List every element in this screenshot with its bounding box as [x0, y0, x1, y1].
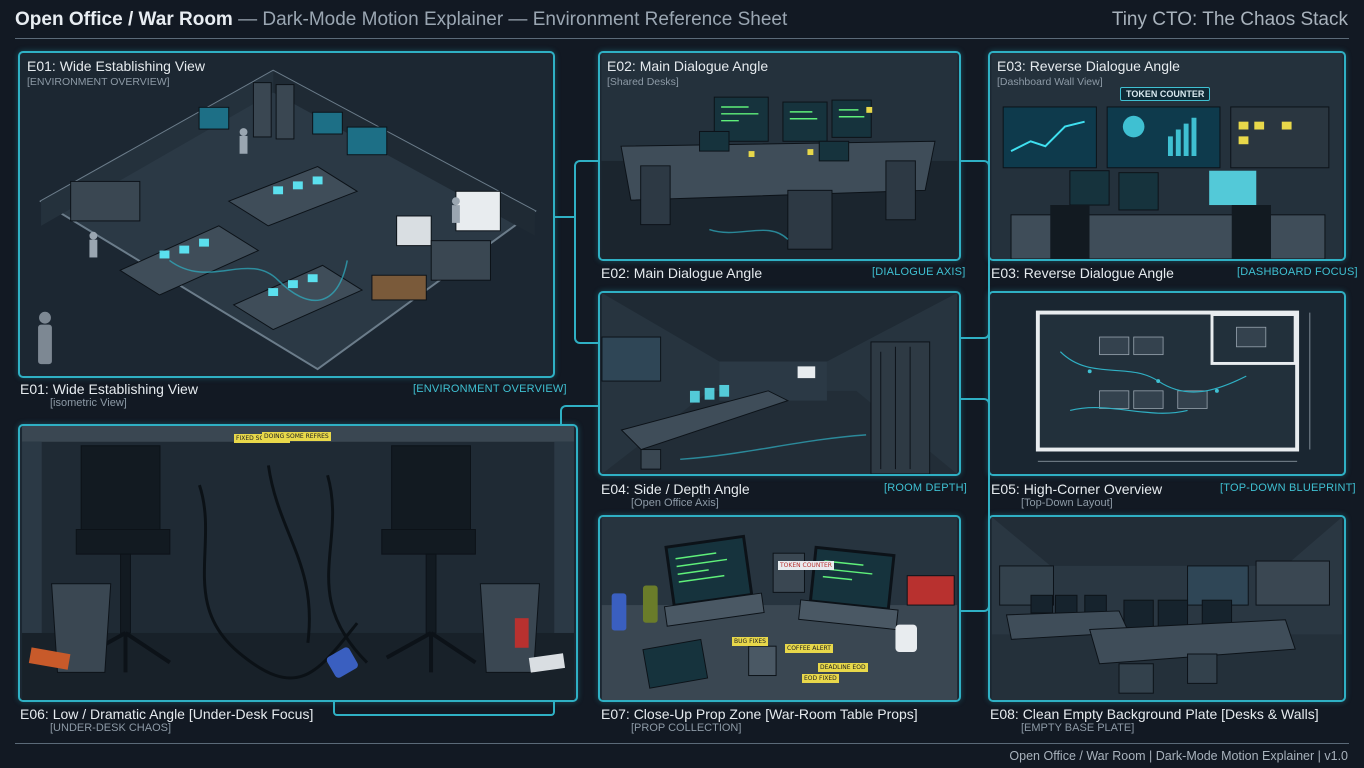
- panel-subtitle: [ENVIRONMENT OVERVIEW]: [27, 76, 170, 88]
- caption-sub-e01: [isometric View]: [50, 397, 127, 409]
- caption-sub-e08: [EMPTY BASE PLATE]: [1021, 722, 1135, 734]
- panel-e03-reverse-dialogue[interactable]: E03: Reverse Dialogue Angle [Dashboard W…: [988, 51, 1346, 261]
- tag-e01: [ENVIRONMENT OVERVIEW]: [413, 383, 567, 395]
- panel-title: E01: Wide Establishing View: [27, 58, 205, 74]
- isometric-office-illustration: [38, 69, 537, 371]
- sticky-note: EOD FIXED: [802, 674, 839, 683]
- caption-e07: E07: Close-Up Prop Zone [War-Room Table …: [601, 706, 918, 722]
- panel-title: E02: Main Dialogue Angle: [607, 58, 769, 74]
- panel-e06-low-dramatic[interactable]: FIXED SOMEHOW DOING SOME REFRES: [18, 424, 578, 702]
- panel-subtitle: [Dashboard Wall View]: [997, 76, 1103, 88]
- sticky-note: BUG FIXES: [732, 637, 768, 646]
- connector-line: [574, 160, 600, 344]
- sticky-note: DEADLINE EOD: [818, 663, 868, 672]
- footer-divider: [15, 743, 1349, 744]
- prop-zone-illustration: [601, 517, 958, 700]
- caption-e04: E04: Side / Depth Angle: [601, 481, 750, 497]
- token-counter-label: TOKEN COUNTER: [1120, 87, 1211, 101]
- sheet-title: Open Office / War Room — Dark-Mode Motio…: [15, 9, 787, 31]
- panel-subtitle: [Shared Desks]: [607, 76, 679, 88]
- panel-e01-wide-establishing[interactable]: E01: Wide Establishing View [ENVIRONMENT…: [18, 51, 555, 378]
- connector-line: [554, 216, 574, 218]
- panel-e07-close-up-props[interactable]: TOKEN COUNTER BUG FIXES COFFEE ALERT DEA…: [598, 515, 961, 702]
- caption-e08: E08: Clean Empty Background Plate [Desks…: [990, 706, 1319, 722]
- tag-e02: [DIALOGUE AXIS]: [872, 266, 966, 278]
- sticky-note: COFFEE ALERT: [785, 644, 833, 653]
- caption-e02: E02: Main Dialogue Angle: [601, 265, 763, 281]
- caption-e03: E03: Reverse Dialogue Angle: [991, 265, 1174, 281]
- panel-e02-main-dialogue[interactable]: E02: Main Dialogue Angle [Shared Desks]: [598, 51, 961, 261]
- panel-e04-side-depth[interactable]: [598, 291, 961, 476]
- caption-sub-e04: [Open Office Axis]: [631, 497, 719, 509]
- under-desk-illustration: [22, 426, 574, 700]
- caption-sub-e05: [Top-Down Layout]: [1021, 497, 1113, 509]
- dashboard-wall-illustration: [991, 53, 1343, 259]
- caption-e06: E06: Low / Dramatic Angle [Under-Desk Fo…: [20, 706, 314, 722]
- caption-sub-e06: [UNDER-DESK CHAOS]: [50, 722, 172, 734]
- token-counter-sign: TOKEN COUNTER: [778, 561, 834, 570]
- room-depth-illustration: [601, 293, 958, 474]
- connector-line: [333, 700, 555, 716]
- tag-e03: [DASHBOARD FOCUS]: [1237, 266, 1358, 278]
- caption-sub-e07: [PROP COLLECTION]: [631, 722, 742, 734]
- connector-line: [960, 160, 990, 339]
- top-down-blueprint-illustration: [991, 293, 1343, 474]
- caption-e05: E05: High-Corner Overview: [991, 481, 1163, 497]
- footer-text: Open Office / War Room | Dark-Mode Motio…: [1009, 749, 1348, 763]
- tag-e05: [TOP-DOWN BLUEPRINT]: [1220, 482, 1356, 494]
- sheet-title-rest: — Dark-Mode Motion Explainer — Environme…: [232, 9, 788, 30]
- panel-e08-empty-plate[interactable]: [988, 515, 1346, 702]
- caption-e01: E01: Wide Establishing View: [20, 381, 198, 397]
- series-name: Tiny CTO: The Chaos Stack: [1111, 9, 1348, 30]
- panel-e05-high-corner[interactable]: [988, 291, 1346, 476]
- tag-e04: [ROOM DEPTH]: [884, 482, 968, 494]
- empty-base-plate-illustration: [991, 517, 1343, 700]
- sticky-note: DOING SOME REFRES: [262, 432, 331, 441]
- header-divider: [15, 38, 1349, 39]
- panel-title: E03: Reverse Dialogue Angle: [997, 58, 1180, 74]
- sheet-title-main: Open Office / War Room: [15, 9, 233, 30]
- connector-line: [960, 398, 990, 612]
- shared-desks-illustration: [601, 53, 958, 259]
